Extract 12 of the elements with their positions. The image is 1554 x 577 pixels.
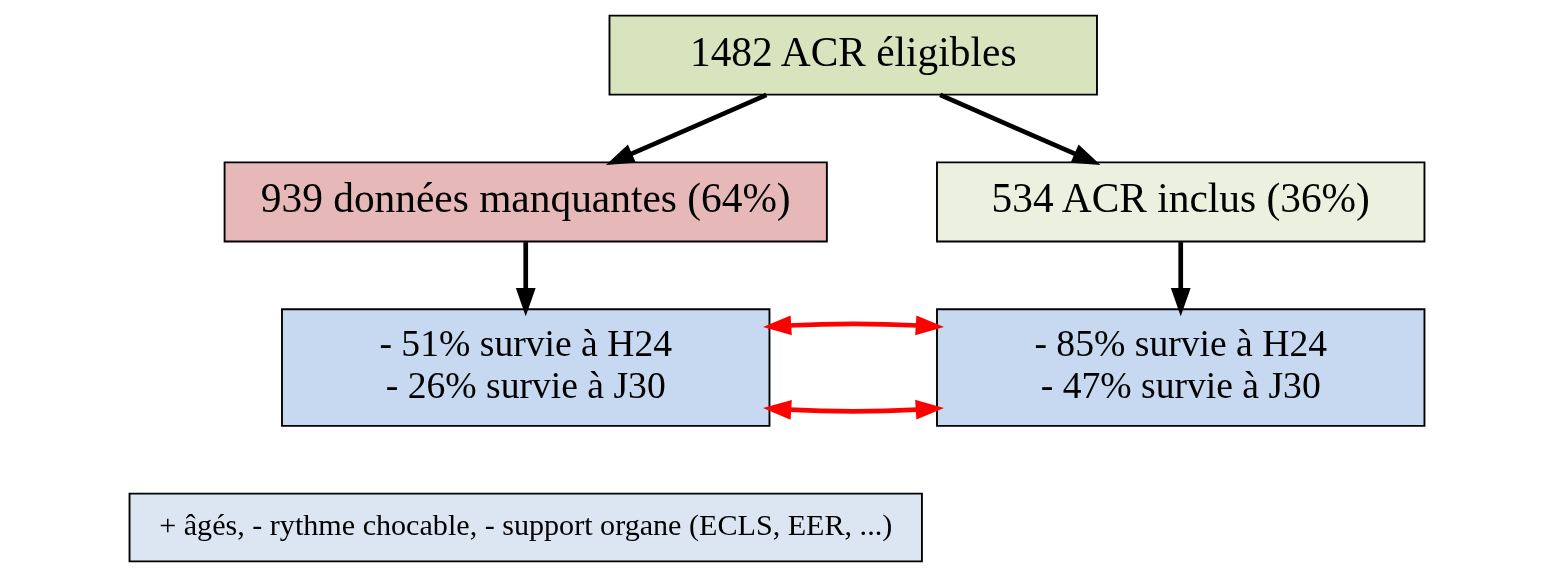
arrow [939, 92, 1101, 165]
arrow [1170, 242, 1191, 317]
arrow [605, 92, 768, 165]
arrow [762, 399, 945, 420]
node-box: + âgés, - rythme chocable, - support organe (ECLS, EER, ...) [128, 492, 923, 563]
arrow [515, 242, 536, 317]
node-box: 939 données manquantes (64%) [223, 161, 828, 243]
node-box: - 85% survie à H24 - 47% survie à J30 [936, 308, 1426, 427]
node-box: 1482 ACR éligibles [608, 14, 1098, 96]
node-box: 534 ACR inclus (36%) [936, 161, 1426, 243]
node-box: - 51% survie à H24 - 26% survie à J30 [281, 308, 771, 427]
arrow [762, 315, 945, 336]
